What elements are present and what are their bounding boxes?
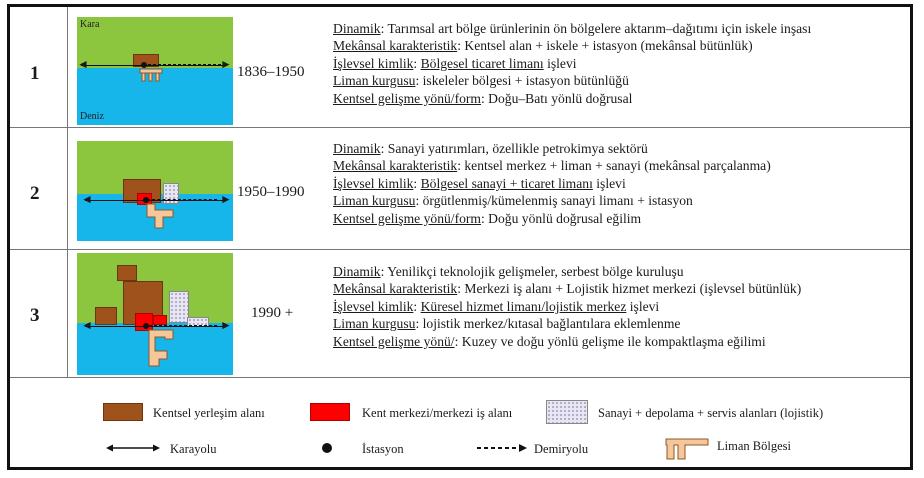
row-number: 3 [30,305,40,326]
port-setup-line: Liman kurgusu: iskeleler bölgesi + istas… [333,73,629,89]
phase-2-description: Dinamik: Sanayi yatırımları, özellikle p… [333,140,771,227]
city-center [153,315,167,325]
dynamic-line: Dinamik: Sanayi yatırımları, özellikle p… [333,141,648,156]
station-dot [143,197,149,203]
phase-1-description: Dinamik: Tarımsal art bölge ürünlerinin … [333,20,811,107]
land-label: Kara [80,19,100,30]
row-divider-1 [10,127,910,128]
row-divider-3 [10,377,910,378]
growth-line: Kentsel gelişme yönü/form: Doğu–Batı yön… [333,90,633,106]
highway [85,326,225,327]
center-legend-label: Kent merkezi/merkezi iş alanı [362,406,513,420]
phase-3-map: ◄ ► [77,253,233,375]
port-area [148,329,174,367]
port-legend-label: Liman Bölgesi [717,439,791,453]
station-legend-label: İstasyon [362,442,404,456]
highway-arrow-left: ◄ [81,318,93,332]
spatial-line: Mekânsal karakteristik: Merkezi iş alanı… [333,281,802,297]
period-label: 1990 + [251,305,294,321]
identity-line: İşlevsel kimlik: Küresel hizmet limanı/l… [333,298,660,314]
highway [81,65,227,66]
port-pier [139,68,163,82]
railway [143,64,221,65]
urban-legend-label: Kentsel yerleşim alanı [153,406,265,420]
highway-arrow-left: ◄ [81,192,93,206]
urban-area [117,265,137,281]
railway [147,199,217,200]
phase-2-map: ◄ ► [77,141,233,241]
highway-arrow-left: ◄ [77,57,89,71]
period-label: 1836–1950 [237,64,305,80]
row-number: 2 [30,183,40,204]
station-legend-icon [322,443,332,453]
rail-legend-icon [477,444,527,452]
column-divider [67,7,68,377]
identity-line: İşlevsel kimlik: Bölgesel sanayi + ticar… [333,175,626,191]
growth-line: Kentsel gelişme yönü/: Kuzey ve doğu yön… [333,333,766,349]
spatial-line: Mekânsal karakteristik: Kentsel alan + i… [333,38,753,54]
identity-line: İşlevsel kimlik: Bölgesel ticaret limanı… [333,55,577,71]
sea-label: Deniz [80,111,104,122]
highway-arrow-right: ► [220,57,232,71]
highway-arrow-right: ► [220,318,232,332]
port-setup-line: Liman kurgusu: lojistik merkez/kıtasal b… [333,316,681,332]
industrial-area [169,291,189,323]
growth-line: Kentsel gelişme yönü/form: Doğu yönlü do… [333,210,642,226]
port-area [146,203,174,229]
road-legend-icon [106,444,160,452]
dynamic-line: Dinamik: Yenilikçi teknolojik gelişmeler… [333,264,684,279]
urban-swatch [103,403,143,421]
row-divider-2 [10,249,910,250]
highway-arrow-right: ► [220,192,232,206]
industry-legend-label: Sanayi + depolama + servis alanları (loj… [598,406,824,420]
highway [85,200,225,201]
sea-area [77,68,233,125]
period-label: 1950–1990 [237,184,305,200]
phase-3-description: Dinamik: Yenilikçi teknolojik gelişmeler… [333,263,801,350]
industry-swatch [546,400,588,424]
railway [149,325,217,326]
port-setup-line: Liman kurgusu: örgütlenmiş/kümelenmiş sa… [333,193,693,209]
port-legend-icon [665,438,709,460]
station-dot [143,323,149,329]
road-legend-label: Karayolu [170,442,217,456]
figure-frame: 1 Kara Deniz ◄ ► 1836–1950 Dinamik: Tarı… [7,4,913,470]
rail-legend-label: Demiryolu [534,442,589,456]
row-number: 1 [30,63,40,84]
dynamic-line: Dinamik: Tarımsal art bölge ürünlerinin … [333,21,812,36]
phase-1-map: Kara Deniz ◄ ► [77,17,233,125]
industrial-area [163,183,179,204]
spatial-line: Mekânsal karakteristik: kentsel merkez +… [333,158,771,174]
station-dot [141,62,147,68]
center-swatch [310,403,350,421]
urban-area [95,307,117,325]
